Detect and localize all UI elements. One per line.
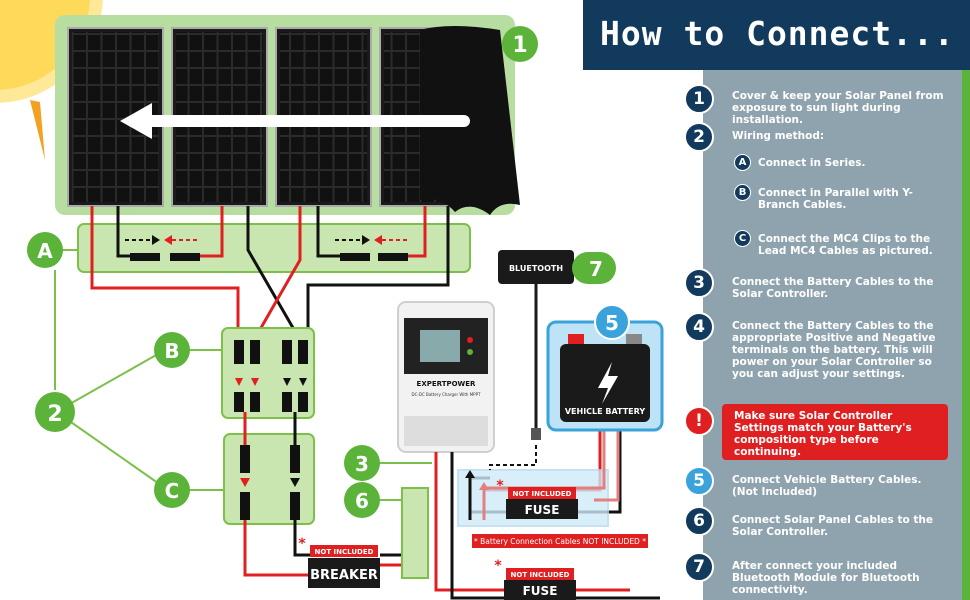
svg-text:* Battery Connection Cables NO: * Battery Connection Cables NOT INCLUDED… [474,537,646,546]
mc4-series-connector-1 [125,235,200,261]
step-6-badge: 6 [684,506,714,536]
svg-text:5: 5 [605,311,619,335]
warning-box [722,404,948,460]
svg-text:NOT INCLUDED: NOT INCLUDED [513,490,572,498]
callout-2: 2 [35,392,75,432]
step-5-badge: 5 [684,466,714,496]
solar-input-box [401,487,429,579]
substep-b-badge: B [734,184,751,201]
svg-text:3: 3 [355,452,369,476]
callout-lines [54,249,224,491]
callout-7: 7 [572,252,616,284]
callout-c: C [154,472,190,508]
svg-text:NOT INCLUDED: NOT INCLUDED [315,548,374,556]
svg-text:NOT INCLUDED: NOT INCLUDED [511,571,570,579]
step-2-text: Wiring method: [732,130,825,142]
substep-a-text: Connect in Series. [758,157,866,169]
callout-a: A [27,232,63,268]
svg-text:BREAKER: BREAKER [310,568,378,583]
callout-5: 5 [594,304,630,340]
step-4-text: Connect the Battery Cables to the approp… [732,320,936,380]
breaker-module: NOT INCLUDED BREAKER * [298,536,380,588]
lead-mc4-connectors [240,445,300,520]
vehicle-battery: VEHICLE BATTERY [546,320,664,432]
svg-text:7: 7 [589,257,603,281]
svg-text:EXPERTPOWER: EXPERTPOWER [417,380,477,388]
mc4-series-connector-2 [335,235,410,261]
solar-charge-controller: EXPERTPOWER DC-DC Battery Charger With M… [397,301,495,453]
svg-text:DC-DC Battery Charger With MPP: DC-DC Battery Charger With MPPT [412,392,481,397]
callout-b: B [154,332,190,368]
substep-b-text: Connect in Parallel with Y-Branch Cables… [758,187,913,211]
series-connection-box [77,223,471,273]
y-branch-connectors [234,340,308,412]
battery-cables-note: * Battery Connection Cables NOT INCLUDED… [472,534,648,548]
step-4-badge: 4 [684,312,714,342]
svg-text:FUSE: FUSE [525,503,560,517]
substep-a-badge: A [734,154,751,171]
svg-text:FUSE: FUSE [523,584,558,598]
controller-fuse: NOT INCLUDED FUSE * [494,558,576,600]
panel-wiring [90,206,450,341]
callout-3: 3 [344,445,380,481]
step-5-text: Connect Vehicle Battery Cables. (Not Inc… [732,474,922,498]
svg-text:1: 1 [512,33,527,58]
step-7-badge: 7 [684,552,714,582]
panel-accent-stripe [962,70,970,600]
svg-text:C: C [165,479,180,503]
substep-c-badge: C [734,230,751,247]
svg-text:*: * [494,558,502,574]
panel-cover-cloth [420,26,520,215]
svg-text:BLUETOOTH: BLUETOOTH [509,264,563,273]
svg-text:6: 6 [355,489,369,513]
step-1-badge: 1 [684,84,714,114]
bluetooth-module: BLUETOOTH [489,250,574,470]
svg-text:*: * [496,478,504,494]
step-1-text: Cover & keep your Solar Panel from expos… [732,90,944,126]
header-bar [583,0,970,70]
step-6-text: Connect Solar Panel Cables to the Solar … [732,514,933,538]
svg-text:2: 2 [47,402,62,427]
step-7-text: After connect your included Bluetooth Mo… [732,560,920,596]
callout-1: 1 [502,26,538,62]
callout-6: 6 [344,482,380,518]
warning-icon: ! [684,406,714,436]
step-3-badge: 3 [684,268,714,298]
warning-text: Make sure Solar Controller Settings matc… [734,410,912,458]
lead-connection-box [223,433,315,525]
step-2-badge: 2 [684,122,714,152]
page-title: How to Connect... [600,14,955,53]
svg-text:*: * [298,536,306,552]
battery-fuse: NOT INCLUDED FUSE * [496,478,578,519]
step-3-text: Connect the Battery Cables to the Solar … [732,276,934,300]
cover-direction-arrow [120,103,470,139]
svg-text:VEHICLE BATTERY: VEHICLE BATTERY [565,407,646,416]
substep-c-text: Connect the MC4 Clips to the Lead MC4 Ca… [758,233,933,257]
svg-text:B: B [164,339,179,363]
svg-text:A: A [37,239,53,263]
